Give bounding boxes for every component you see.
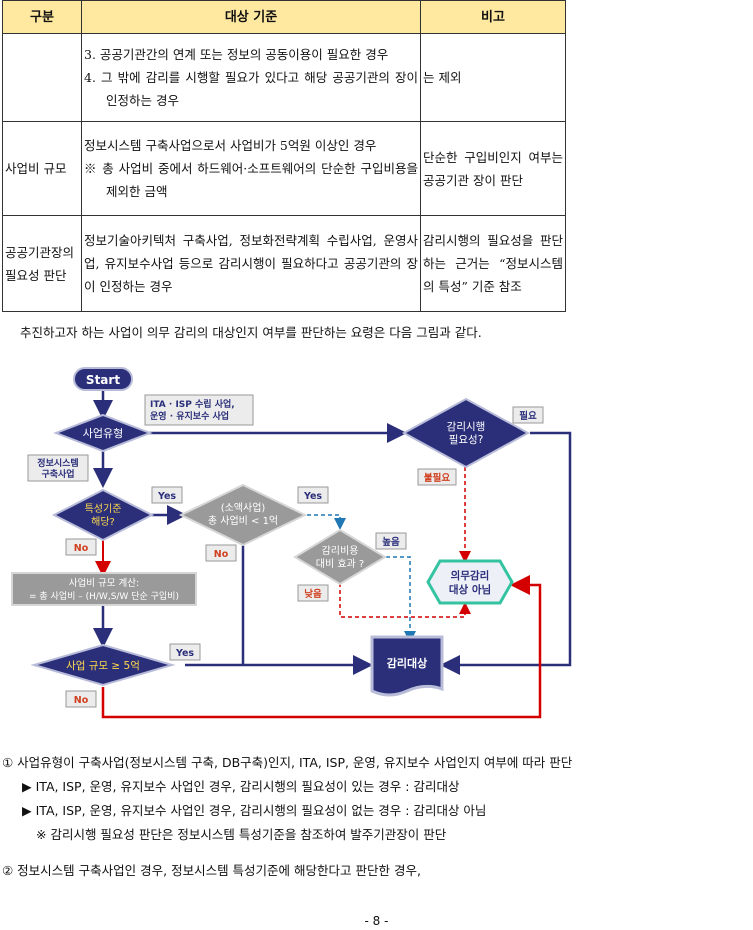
not-mandatory-node bbox=[426, 559, 514, 605]
row1-note: 는 제외 bbox=[420, 33, 566, 122]
no-tag bbox=[65, 538, 97, 556]
yes-tag bbox=[297, 486, 329, 504]
bullet-item: ▶ ITA, ISP, 운영, 유지보수 사업인 경우, 감리시행의 필요성이 … bbox=[22, 779, 460, 794]
small-project-line1: (소액사업) bbox=[221, 501, 266, 514]
table-row: 공공기관장의 필요성 판단 정보기술아키텍처 구축사업, 정보화전략계획 수립사… bbox=[2, 215, 566, 312]
audit-target-label: 감리대상 bbox=[387, 656, 427, 670]
no-label: No bbox=[74, 543, 89, 554]
row3-category: 공공기관장의 필요성 판단 bbox=[2, 215, 82, 312]
paragraph-item-2: ② 정보시스템 구축사업인 경우, 정보시스템 특성기준에 해당한다고 판단한 … bbox=[2, 863, 421, 878]
row1-item-3: 3. 공공기관간의 연계 또는 정보의 공동이용이 필요한 경우 bbox=[84, 47, 389, 62]
size-check-decision bbox=[30, 643, 176, 687]
high-tag bbox=[375, 532, 407, 550]
yes-label: Yes bbox=[175, 648, 194, 659]
no-label: No bbox=[74, 695, 89, 706]
audit-need-line1: 감리시행 bbox=[447, 421, 486, 433]
reference-note: ※ 감리시행 필요성 판단은 정보시스템 특성기준을 참조하여 발주기관장이 판… bbox=[36, 827, 447, 842]
row2-category: 사업비 규모 bbox=[2, 121, 82, 216]
intro-text: 추진하고자 하는 사업이 의무 감리의 대상인지 여부를 판단하는 요령은 다음… bbox=[20, 325, 482, 340]
small-project-decision bbox=[178, 483, 308, 547]
size-check-label: 사업 규모 ≥ 5억 bbox=[66, 659, 140, 672]
yes-tag bbox=[151, 486, 183, 504]
small-project-line2: 총 사업비 < 1억 bbox=[208, 514, 278, 527]
ita-isp-label-line2: 운영 · 유지보수 사업 bbox=[150, 410, 229, 422]
page-number: - 8 - bbox=[364, 914, 389, 928]
cost-effect-line1: 감리비용 bbox=[322, 545, 359, 557]
build-project-label-line1: 정보시스템 bbox=[37, 457, 78, 469]
cost-calc-line1: 사업비 규모 계산: bbox=[69, 577, 139, 589]
low-tag bbox=[297, 584, 329, 602]
header-category: 구분 bbox=[2, 0, 82, 34]
criteria-table: 구분 대상 기준 비고 3. 공공기관간의 연계 또는 정보의 공동이용이 필요… bbox=[2, 0, 566, 312]
row3-note: 감리시행의 필요성을 판단하는 근거는 “정보시스템의 특성” 기준 참조 bbox=[420, 215, 566, 312]
row3-criteria: 정보기술아키텍처 구축사업, 정보화전략계획 수립사업, 운영사업, 유지보수사… bbox=[81, 215, 421, 312]
ita-isp-label-line1: ITA · ISP 수립 사업, bbox=[150, 398, 235, 410]
row2-sub-note: ※ 총 사업비 중에서 하드웨어·소프트웨어의 단순한 구입비용을 제외한 금액 bbox=[84, 161, 418, 199]
audit-need-decision bbox=[401, 397, 531, 469]
high-label: 높음 bbox=[382, 537, 400, 548]
audit-target-node bbox=[370, 635, 444, 697]
build-project-label-box bbox=[27, 454, 89, 482]
header-criteria: 대상 기준 bbox=[81, 0, 421, 34]
table-row: 3. 공공기관간의 연계 또는 정보의 공동이용이 필요한 경우 4. 그 밖에… bbox=[2, 33, 566, 122]
row2-note: 단순한 구입비인지 여부는 공공기관 장이 판단 bbox=[420, 121, 566, 216]
row1-item-4: 4. 그 밖에 감리를 시행할 필요가 있다고 해당 공공기관의 장이 인정하는… bbox=[84, 70, 418, 108]
build-project-label-line2: 구축사업 bbox=[41, 468, 74, 480]
table-row: 사업비 규모 정보시스템 구축사업으로서 사업비가 5억원 이상인 경우 ※ 총… bbox=[2, 121, 566, 216]
project-type-decision bbox=[53, 413, 153, 453]
start-node bbox=[73, 367, 133, 391]
yes-label: Yes bbox=[303, 491, 322, 502]
not-mandatory-line2: 대상 아님 bbox=[449, 583, 491, 596]
cost-calc-box bbox=[11, 572, 197, 606]
not-needed-label: 불필요 bbox=[424, 472, 450, 484]
flow-connectors bbox=[93, 390, 572, 719]
row2-main: 정보시스템 구축사업으로서 사업비가 5억원 이상인 경우 bbox=[84, 138, 377, 153]
project-type-label: 사업유형 bbox=[83, 427, 123, 440]
row2-criteria: 정보시스템 구축사업으로서 사업비가 5억원 이상인 경우 ※ 총 사업비 중에… bbox=[81, 121, 421, 216]
no-tag bbox=[65, 690, 97, 708]
row1-criteria: 3. 공공기관간의 연계 또는 정보의 공동이용이 필요한 경우 4. 그 밖에… bbox=[81, 33, 421, 122]
audit-need-line2: 필요성? bbox=[449, 434, 484, 446]
special-criteria-decision bbox=[51, 488, 155, 542]
yes-label: Yes bbox=[157, 491, 176, 502]
special-criteria-line2: 해당? bbox=[91, 515, 115, 528]
needed-tag bbox=[512, 406, 544, 424]
no-tag bbox=[205, 544, 237, 562]
special-criteria-line1: 특성기준 bbox=[85, 503, 122, 515]
not-needed-tag bbox=[417, 468, 457, 486]
bullet-item: ▶ ITA, ISP, 운영, 유지보수 사업인 경우, 감리시행의 필요성이 … bbox=[22, 803, 487, 818]
start-label: Start bbox=[86, 373, 120, 387]
no-label: No bbox=[214, 549, 229, 560]
paragraph-item-1: ① 사업유형이 구축사업(정보시스템 구축, DB구축)인지, ITA, ISP… bbox=[2, 755, 573, 770]
decision-flowchart: Start 사업유형 ITA · ISP 수립 사업, 운영 · 유지보수 사업… bbox=[11, 367, 572, 719]
cost-effect-line2: 대비 효과 ? bbox=[316, 558, 364, 570]
table-header-row: 구분 대상 기준 비고 bbox=[2, 0, 566, 34]
needed-label: 필요 bbox=[519, 410, 537, 422]
ita-isp-label-box bbox=[144, 394, 254, 426]
header-remarks: 비고 bbox=[420, 0, 566, 34]
yes-tag bbox=[169, 643, 201, 661]
not-mandatory-line1: 의무감리 bbox=[451, 569, 490, 582]
cost-effect-decision bbox=[293, 528, 387, 586]
low-label: 낮음 bbox=[304, 588, 322, 600]
cost-calc-line2: = 총 사업비 – (H/W,S/W 단순 구입비) bbox=[29, 590, 179, 602]
row1-category bbox=[2, 33, 82, 122]
